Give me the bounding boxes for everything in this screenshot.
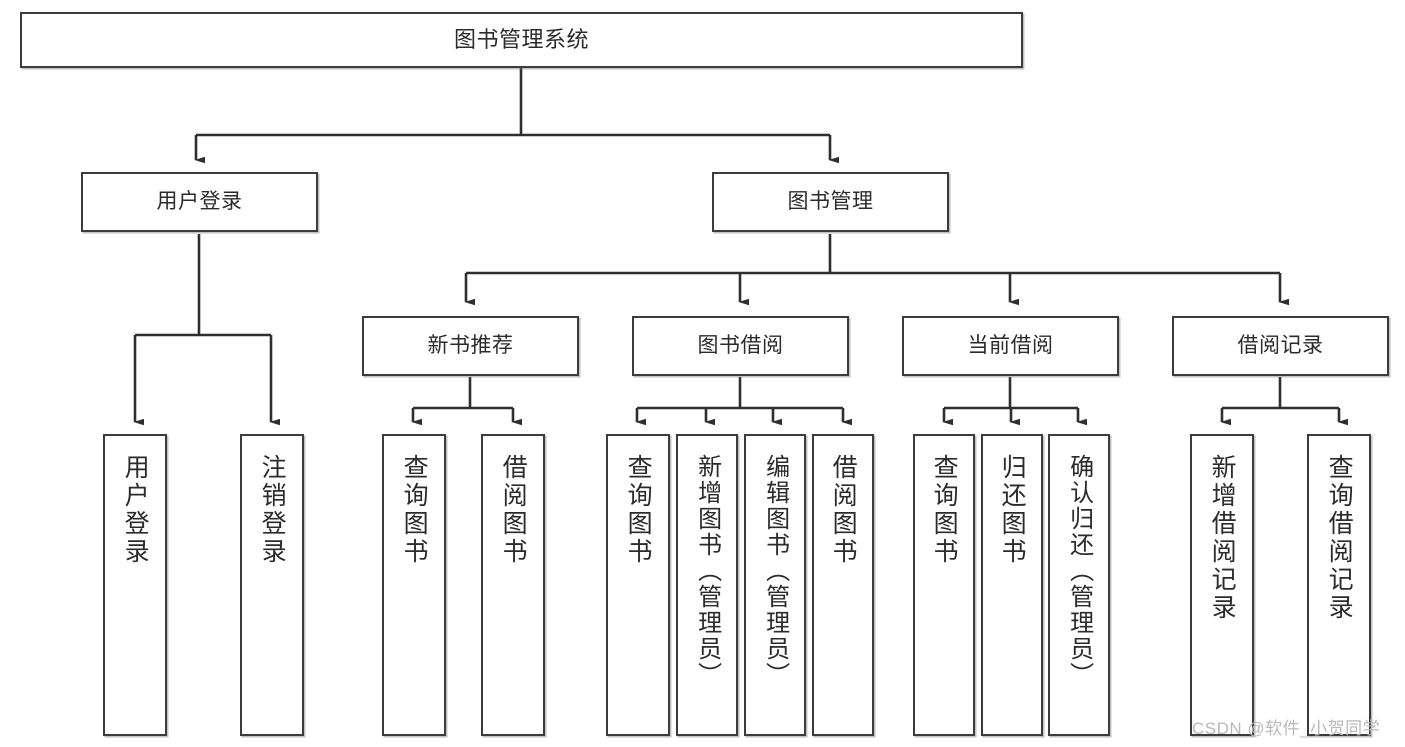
node-label: 查询借阅记录 [1325, 454, 1354, 622]
leaf-query-borrowing-record[interactable]: 查询借阅记录 [1307, 434, 1371, 736]
leaf-return-book[interactable]: 归还图书 [981, 434, 1043, 736]
node-current-borrowing[interactable]: 当前借阅 [902, 316, 1119, 376]
node-label: 注销登录 [258, 454, 287, 566]
node-label: 当前借阅 [967, 334, 1054, 358]
leaf-add-book-admin[interactable]: 新增图书（管理员） [676, 434, 738, 736]
leaf-query-book-current[interactable]: 查询图书 [913, 434, 975, 736]
node-label: 借阅图书 [829, 454, 858, 566]
node-label: 图书管理 [787, 190, 874, 214]
node-label: 新书推荐 [427, 334, 514, 358]
node-user-login[interactable]: 用户登录 [81, 172, 318, 232]
leaf-user-login[interactable]: 用户登录 [103, 434, 167, 736]
node-root-book-management-system[interactable]: 图书管理系统 [20, 12, 1023, 68]
node-new-book-recommendation[interactable]: 新书推荐 [362, 316, 579, 376]
node-label: 图书借阅 [697, 334, 784, 358]
node-label: 编辑图书（管理员） [761, 454, 789, 688]
node-label: 新增借阅记录 [1208, 454, 1237, 622]
node-label: 用户登录 [121, 454, 150, 566]
node-label: 确认归还（管理员） [1065, 454, 1093, 688]
node-label: 查询图书 [400, 454, 429, 566]
node-book-borrowing[interactable]: 图书借阅 [632, 316, 849, 376]
node-label: 借阅记录 [1237, 334, 1324, 358]
leaf-user-logout[interactable]: 注销登录 [240, 434, 304, 736]
csdn-watermark: CSDN @软件_小贺同学 [1192, 719, 1381, 738]
node-label: 归还图书 [998, 454, 1027, 566]
leaf-query-book-borrowing[interactable]: 查询图书 [606, 434, 670, 736]
leaf-edit-book-admin[interactable]: 编辑图书（管理员） [744, 434, 806, 736]
node-label: 图书管理系统 [453, 26, 589, 52]
node-borrowing-record[interactable]: 借阅记录 [1172, 316, 1389, 376]
leaf-borrow-book-borrowing[interactable]: 借阅图书 [812, 434, 874, 736]
leaf-add-borrowing-record[interactable]: 新增借阅记录 [1190, 434, 1254, 736]
node-label: 新增图书（管理员） [693, 454, 721, 688]
leaf-borrow-book-new-book[interactable]: 借阅图书 [481, 434, 545, 736]
node-label: 用户登录 [156, 190, 243, 214]
node-label: 查询图书 [624, 454, 653, 566]
node-book-management[interactable]: 图书管理 [712, 172, 949, 232]
node-label: 借阅图书 [499, 454, 528, 566]
leaf-confirm-return-admin[interactable]: 确认归还（管理员） [1048, 434, 1110, 736]
leaf-query-book-new-book[interactable]: 查询图书 [382, 434, 446, 736]
node-label: 查询图书 [930, 454, 959, 566]
